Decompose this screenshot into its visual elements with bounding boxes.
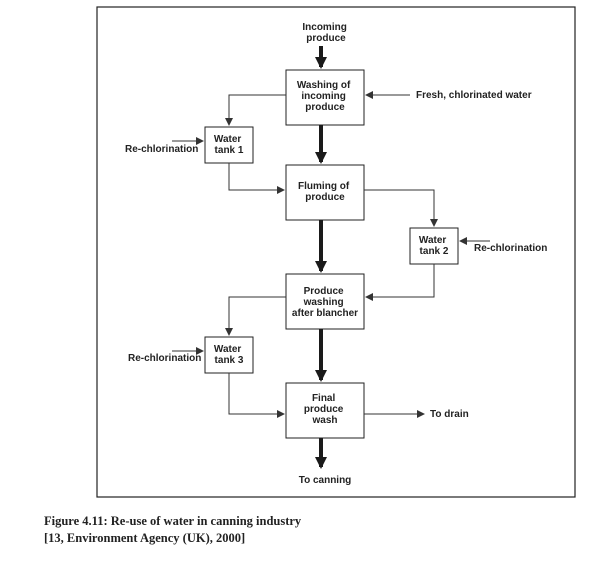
water-tank-1 [204, 126, 254, 164]
tank3-label: Water tank 3 [214, 344, 244, 366]
arrow-tank1-to-fluming [228, 163, 285, 194]
tank2-label: Water tank 2 [419, 235, 449, 257]
figure-source: [13, Environment Agency (UK), 2000] [44, 531, 246, 545]
to-drain-label: To drain [430, 409, 469, 420]
arrow-tank3-to-final [228, 373, 285, 418]
rechlorination-label-2: Re-chlorination [474, 243, 547, 254]
rechlorination-label-1: Re-chlorination [125, 144, 198, 155]
fluming-label: Fluming of produce [298, 181, 352, 203]
washing-box [285, 69, 365, 126]
washing-label: Washing of incoming produce [297, 80, 353, 113]
final-wash-label: Final produce wash [304, 393, 346, 426]
arrow-produce-wash-to-tank3 [225, 296, 286, 336]
water-tank-3 [204, 336, 254, 374]
arrow-washing-to-tank1 [225, 94, 286, 126]
arrow-tank2-to-produce-wash [365, 264, 435, 301]
produce-wash-label: Produce washing after blancher [292, 286, 358, 319]
figure-caption: Figure 4.11: Re-use of water in canning … [44, 514, 302, 528]
produce-wash-box [285, 273, 365, 330]
final-wash-box [285, 382, 365, 439]
fluming-box [285, 164, 365, 221]
tank1-label: Water tank 1 [214, 134, 244, 156]
fresh-water-label: Fresh, chlorinated water [416, 90, 532, 101]
rechlorination-label-3: Re-chlorination [128, 353, 201, 364]
arrow-fluming-to-tank2 [364, 189, 438, 227]
to-canning-label: To canning [299, 475, 352, 486]
incoming-produce-label: Incoming produce [302, 22, 349, 44]
